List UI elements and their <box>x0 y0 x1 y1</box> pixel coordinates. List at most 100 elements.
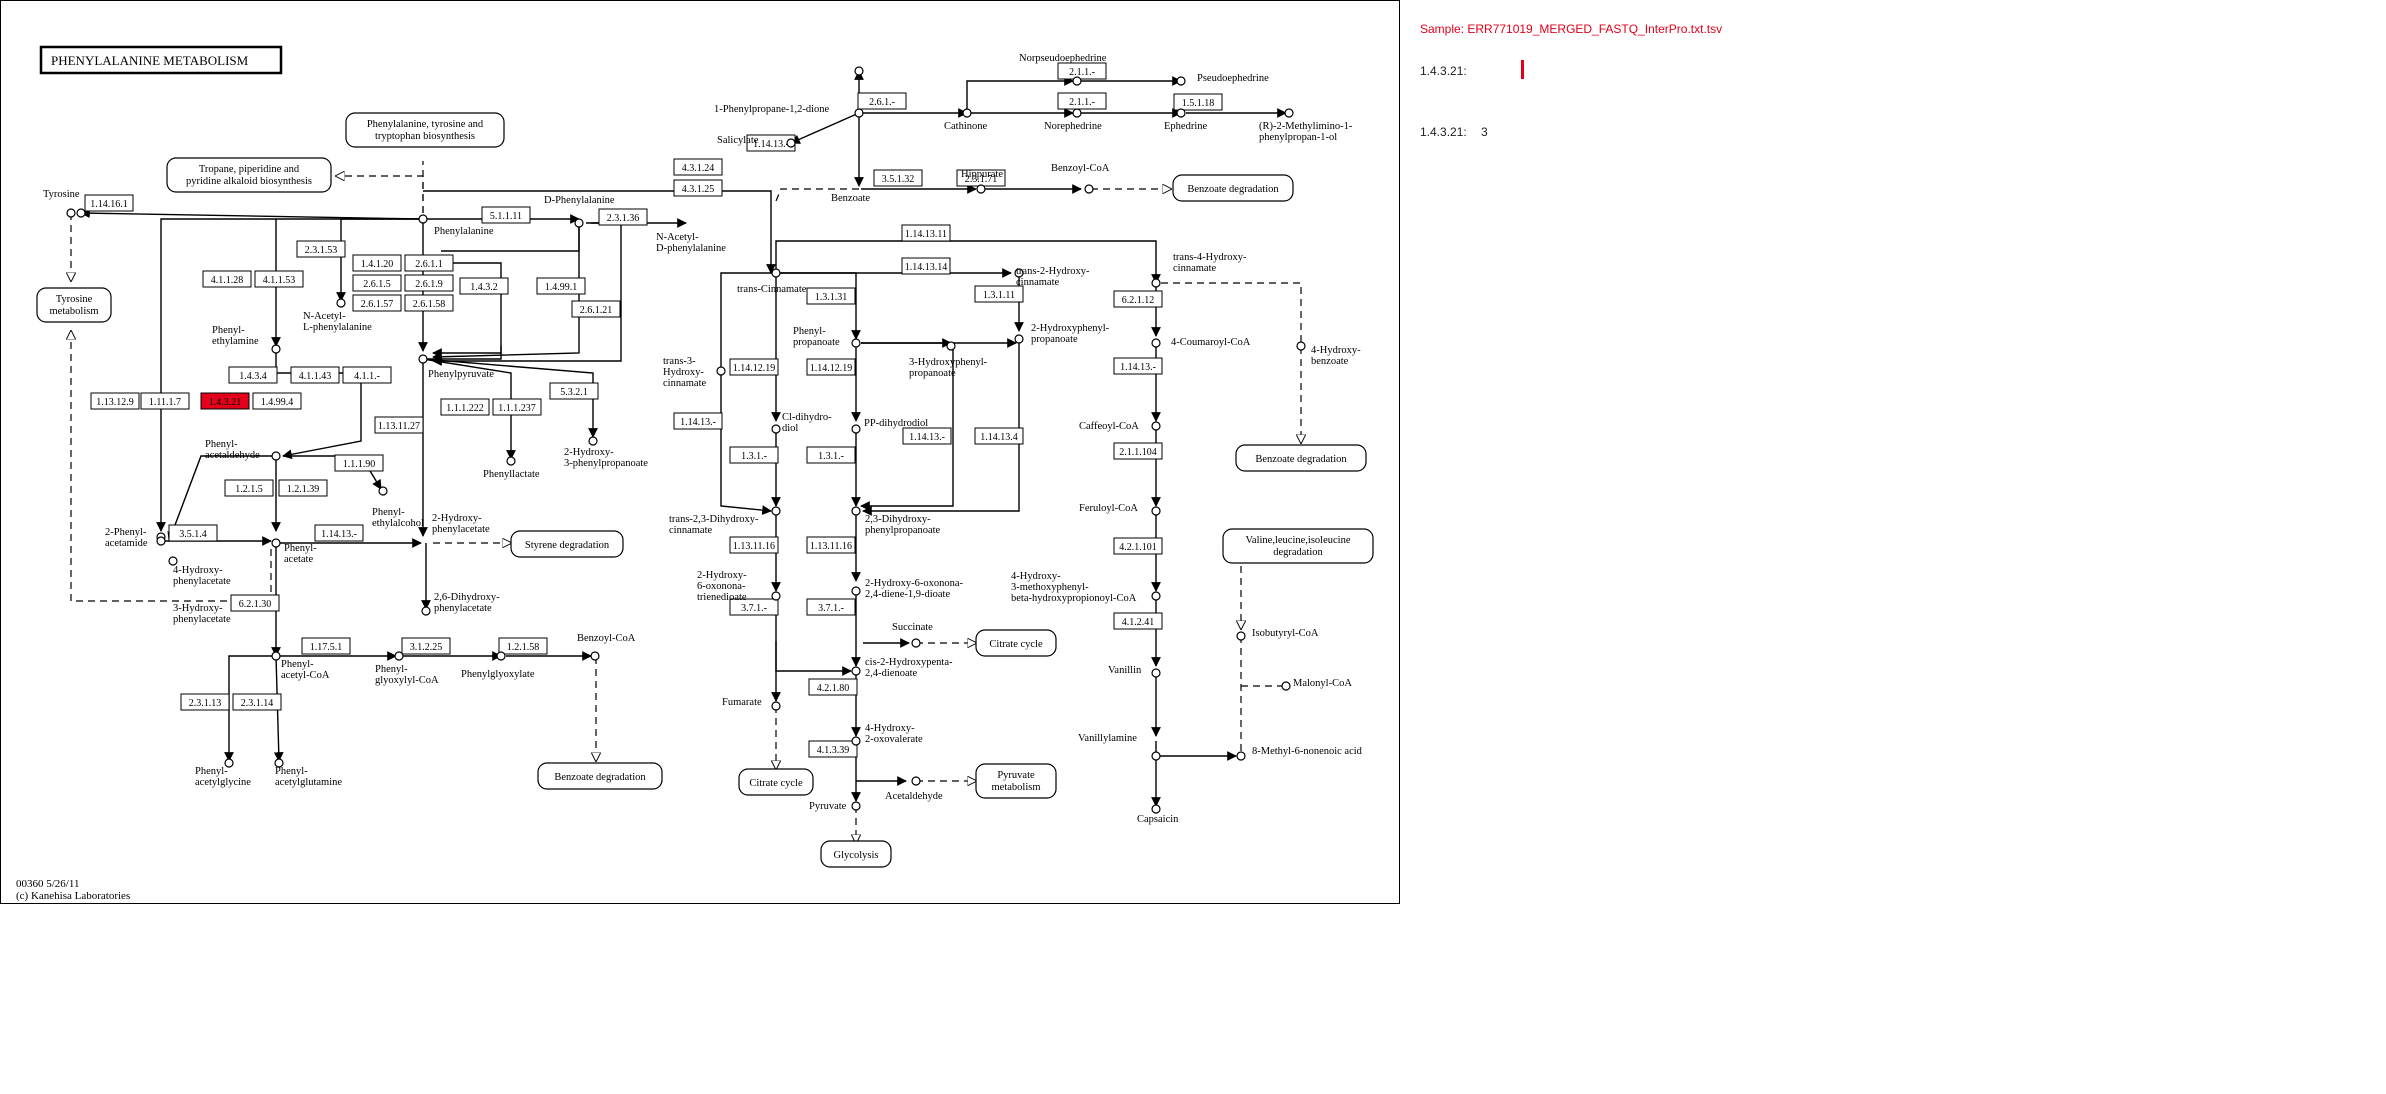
enzyme-box[interactable]: 1.14.13.- <box>314 524 364 542</box>
compound-label[interactable]: Succinate <box>892 622 933 633</box>
enzyme-box[interactable]: 1.14.13.4 <box>974 427 1024 445</box>
compound-label[interactable]: propanoate <box>909 368 956 379</box>
compound-label[interactable]: Ephedrine <box>1164 121 1207 132</box>
compound-label[interactable]: 2,3-Dihydroxy- <box>865 514 931 525</box>
map-link-node[interactable]: Glycolysis <box>820 840 892 868</box>
enzyme-box[interactable]: 2.3.1.14 <box>232 693 282 711</box>
compound-label[interactable]: cinnamate <box>1016 277 1059 288</box>
compound-node[interactable] <box>851 506 861 516</box>
compound-node[interactable] <box>854 108 864 118</box>
compound-label[interactable]: Acetaldehyde <box>885 791 943 802</box>
compound-node[interactable] <box>271 344 281 354</box>
map-link-node[interactable]: Benzoate degradation <box>537 762 663 790</box>
compound-node[interactable] <box>274 758 284 768</box>
enzyme-box[interactable]: 1.3.1.- <box>806 446 856 464</box>
compound-label[interactable]: Vanillin <box>1108 665 1142 676</box>
compound-label[interactable]: 2-Hydroxy- <box>697 570 747 581</box>
compound-label[interactable]: Isobutyryl-CoA <box>1252 628 1319 639</box>
compound-label[interactable]: trans-2,3-Dihydroxy- <box>669 514 759 525</box>
compound-label[interactable]: 2-Phenyl- <box>105 527 147 538</box>
compound-node[interactable] <box>1014 334 1024 344</box>
enzyme-box[interactable]: 4.1.1.53 <box>254 270 304 288</box>
compound-node[interactable] <box>271 451 281 461</box>
enzyme-box[interactable]: 1.14.13.- <box>1113 357 1163 375</box>
compound-node[interactable] <box>851 424 861 434</box>
compound-node[interactable] <box>786 138 796 148</box>
enzyme-box[interactable]: 2.6.1.- <box>857 92 907 110</box>
enzyme-box[interactable]: 4.2.1.101 <box>1113 537 1163 555</box>
compound-label[interactable]: trienedioate <box>697 592 747 603</box>
enzyme-box[interactable]: 1.17.5.1 <box>301 637 351 655</box>
compound-label[interactable]: Phenyl- <box>284 543 317 554</box>
compound-label[interactable]: D-Phenylalanine <box>544 195 615 206</box>
compound-node[interactable] <box>1014 268 1024 278</box>
enzyme-box[interactable]: 2.1.1.- <box>1057 92 1107 110</box>
compound-label[interactable]: 6-oxonona- <box>697 581 746 592</box>
compound-label[interactable]: (R)-2-Methylimino-1- <box>1259 121 1353 132</box>
enzyme-box[interactable]: 1.3.1.11 <box>974 285 1024 303</box>
compound-node[interactable] <box>911 638 921 648</box>
compound-label[interactable]: 2,6-Dihydroxy- <box>434 592 500 603</box>
compound-label[interactable]: Feruloyl-CoA <box>1079 503 1138 514</box>
enzyme-box[interactable]: 1.2.1.58 <box>498 637 548 655</box>
compound-label[interactable]: Norpseudoephedrine <box>1019 53 1107 64</box>
compound-node[interactable] <box>224 758 234 768</box>
compound-label[interactable]: phenylacetate <box>434 603 492 614</box>
compound-node[interactable] <box>1151 751 1161 761</box>
enzyme-box[interactable]: 1.13.11.16 <box>806 536 856 554</box>
compound-label[interactable]: N-Acetyl- <box>656 232 699 243</box>
compound-node[interactable] <box>851 586 861 596</box>
compound-label[interactable]: 2,4-dienoate <box>865 668 918 679</box>
compound-node[interactable] <box>1151 421 1161 431</box>
compound-node[interactable] <box>771 591 781 601</box>
compound-label[interactable]: 1-Phenylpropane-1,2-dione <box>714 104 830 115</box>
compound-node[interactable] <box>1284 108 1294 118</box>
compound-label[interactable]: ethylalcohol <box>372 518 424 529</box>
compound-node[interactable] <box>394 651 404 661</box>
compound-node[interactable] <box>336 298 346 308</box>
compound-node[interactable] <box>771 424 781 434</box>
compound-label[interactable]: cis-2-Hydroxypenta- <box>865 657 953 668</box>
compound-node[interactable] <box>771 701 781 711</box>
enzyme-box[interactable]: 1.11.1.7 <box>140 392 190 410</box>
enzyme-box[interactable]: 1.14.12.19 <box>806 358 856 376</box>
compound-node[interactable] <box>1151 506 1161 516</box>
compound-node[interactable] <box>854 66 864 76</box>
enzyme-box[interactable]: 1.5.1.18 <box>1173 93 1223 111</box>
compound-label[interactable]: Phenyl- <box>205 439 238 450</box>
compound-label[interactable]: PP-dihydrodiol <box>864 418 928 429</box>
compound-node[interactable] <box>771 268 781 278</box>
compound-label[interactable]: N-Acetyl- <box>303 311 346 322</box>
compound-node[interactable] <box>588 436 598 446</box>
enzyme-box[interactable]: 1.14.13.14 <box>901 257 951 275</box>
compound-label[interactable]: Phenylalanine <box>434 226 494 237</box>
enzyme-box[interactable]: 1.13.12.9 <box>90 392 140 410</box>
enzyme-box[interactable]: 1.2.1.5 <box>224 479 274 497</box>
compound-node[interactable] <box>1151 338 1161 348</box>
compound-label[interactable]: acetyl-CoA <box>281 670 330 681</box>
compound-label[interactable]: Malonyl-CoA <box>1293 678 1352 689</box>
enzyme-box[interactable]: 1.14.13.- <box>902 427 952 445</box>
compound-label[interactable]: L-phenylalanine <box>303 322 372 333</box>
compound-label[interactable]: D-phenylalanine <box>656 243 726 254</box>
enzyme-box[interactable]: 2.1.1.- <box>1057 62 1107 80</box>
compound-label[interactable]: 2-Hydroxy-6-oxonona- <box>865 578 963 589</box>
compound-node[interactable] <box>1236 751 1246 761</box>
map-link-node[interactable]: Benzoate degradation <box>1172 174 1294 202</box>
enzyme-box[interactable]: 1.1.1.237 <box>492 398 542 416</box>
enzyme-box[interactable]: 4.2.1.80 <box>808 678 858 696</box>
compound-node[interactable] <box>962 108 972 118</box>
compound-label[interactable]: Hippurate <box>961 169 1003 180</box>
enzyme-box[interactable]: 1.4.3.2 <box>459 277 509 295</box>
compound-label[interactable]: Salicylate <box>717 135 759 146</box>
compound-label[interactable]: Pseudoephedrine <box>1197 73 1269 84</box>
compound-label[interactable]: phenylacetate <box>432 524 490 535</box>
compound-node[interactable] <box>496 651 506 661</box>
map-link-node[interactable]: Citrate cycle <box>738 768 814 796</box>
map-link-node[interactable]: Styrene degradation <box>510 530 624 558</box>
compound-label[interactable]: 4-Hydroxy- <box>1311 345 1361 356</box>
enzyme-box[interactable]: 2.6.1.57 <box>352 294 402 312</box>
enzyme-box[interactable]: 1.2.1.39 <box>278 479 328 497</box>
compound-label[interactable]: Phenylglyoxylate <box>461 669 535 680</box>
